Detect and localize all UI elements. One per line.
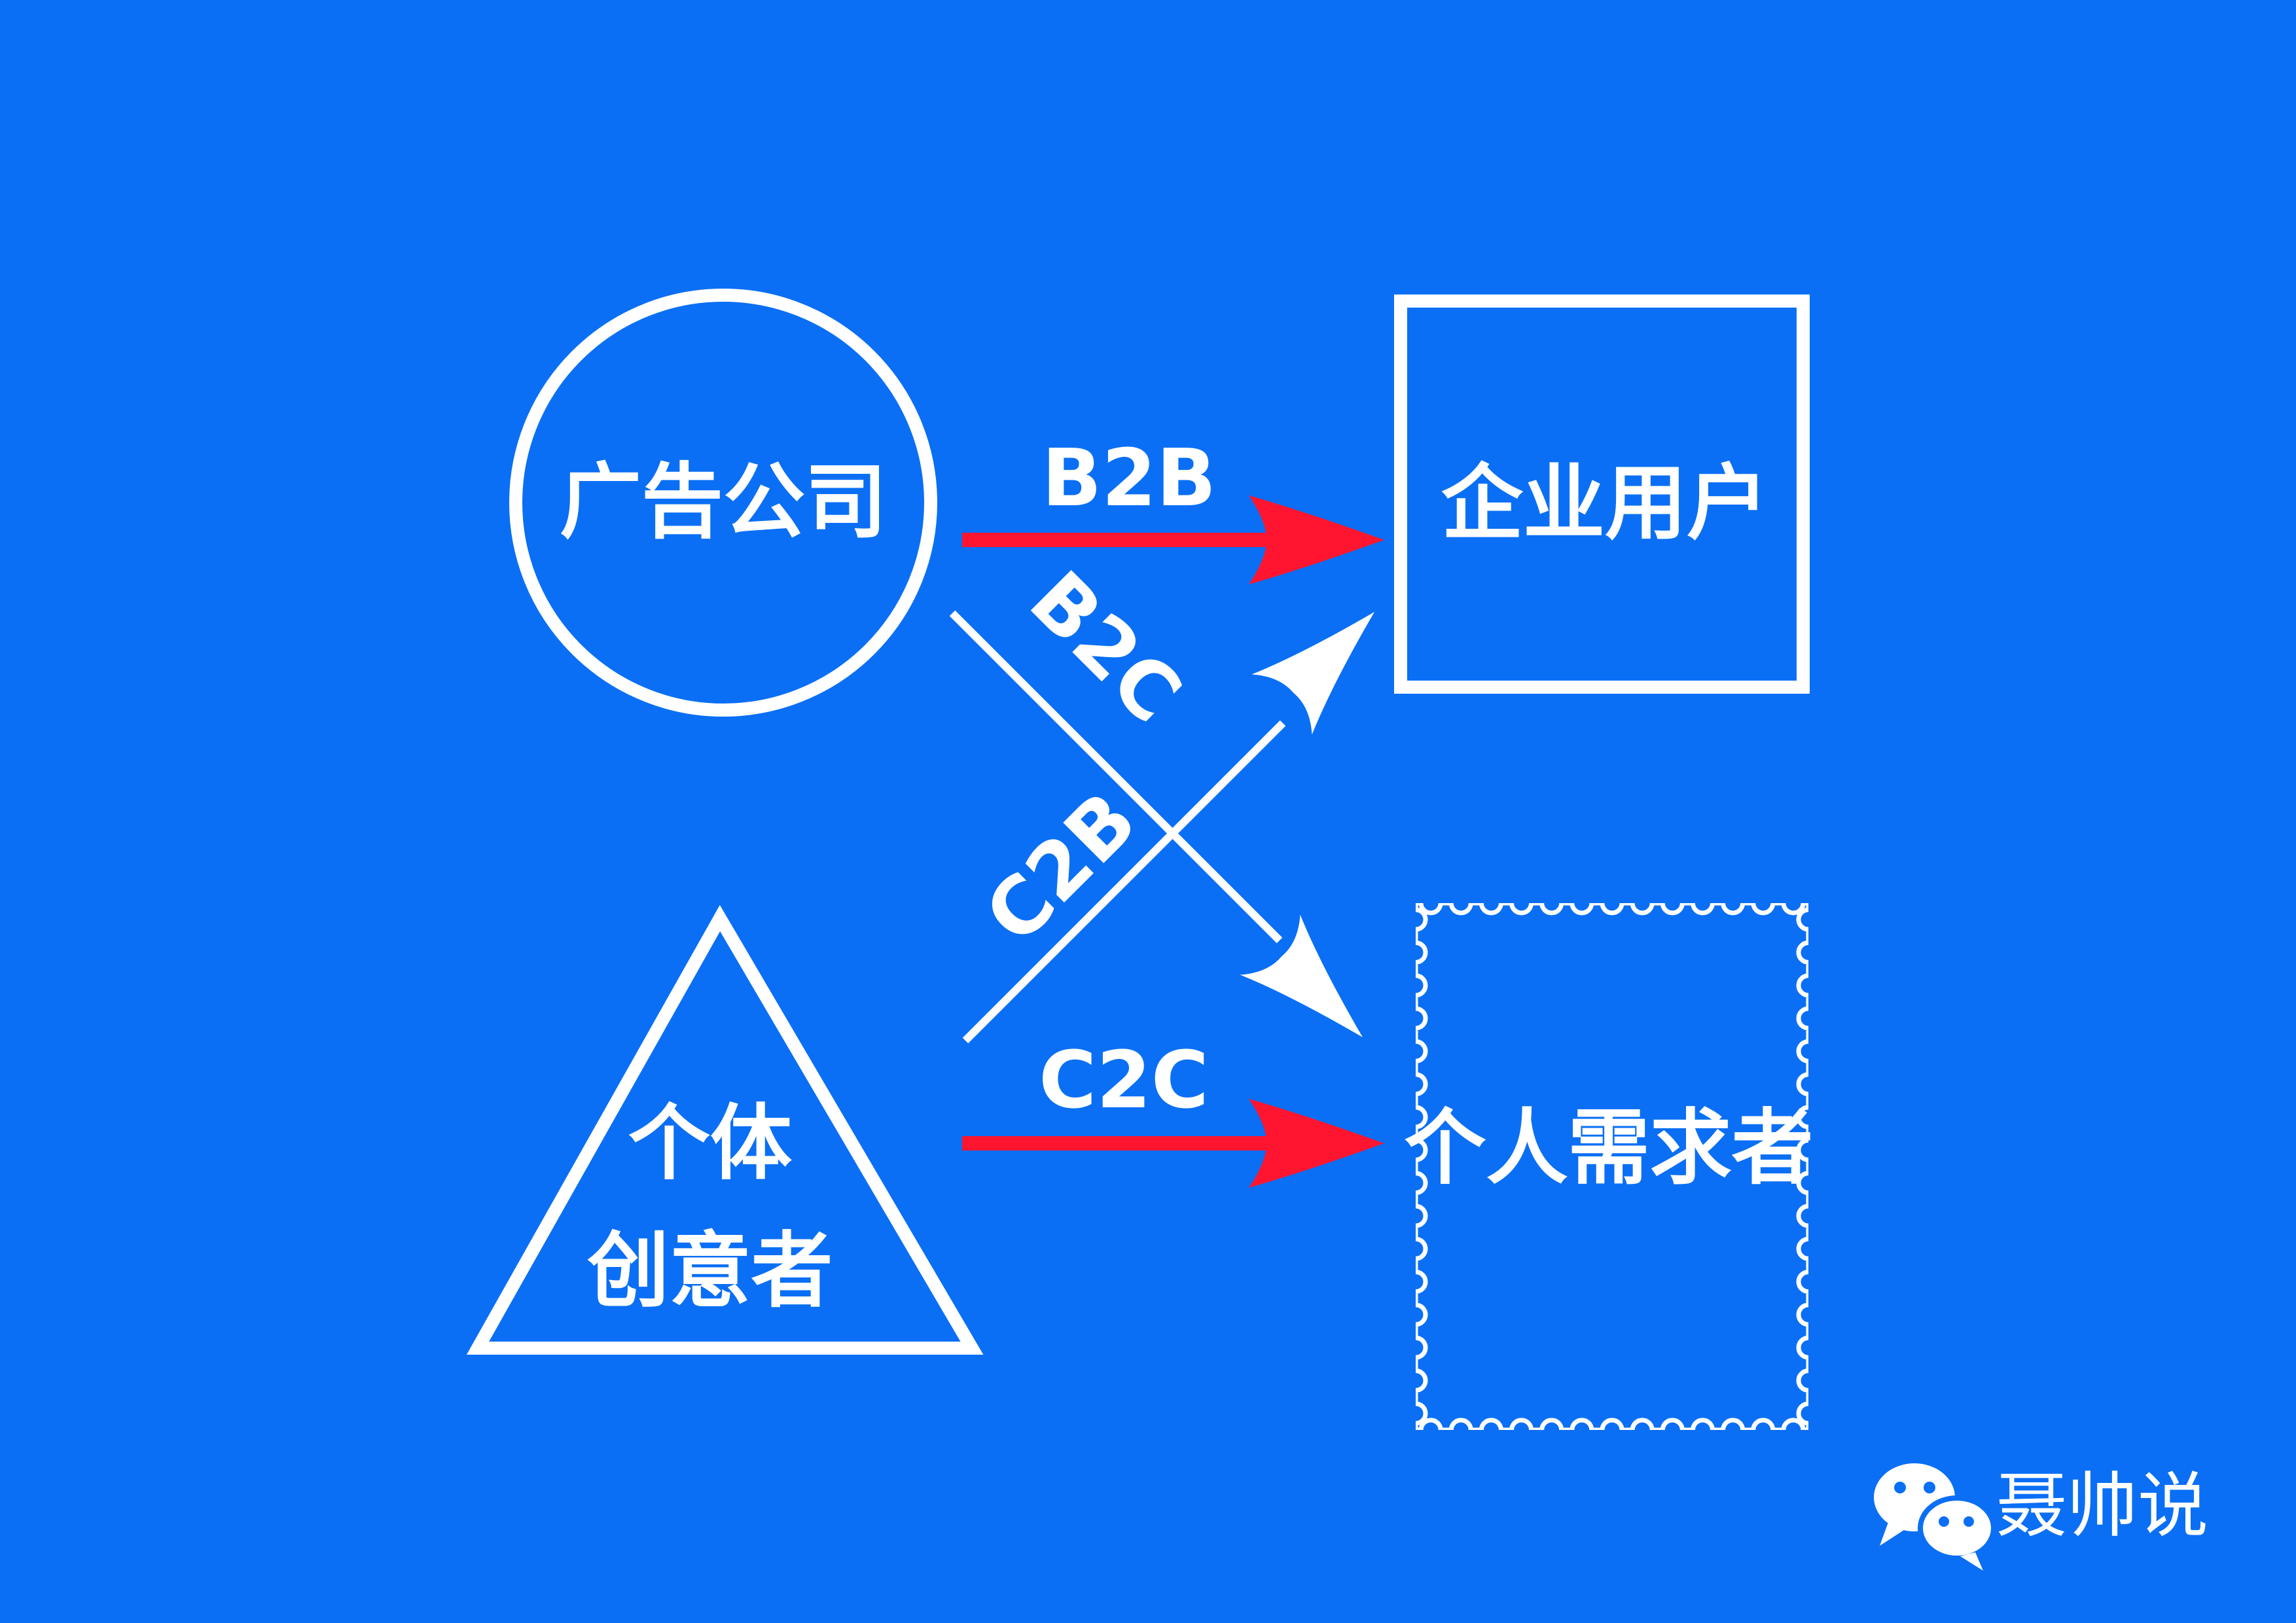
c2c-label: C2C (1039, 1035, 1209, 1126)
individual-creator-label-line1: 个体 (628, 1096, 792, 1191)
enterprise-user-label: 企业用户 (1441, 456, 1768, 551)
ad-company-circle (509, 289, 937, 717)
individual-demander-label: 个人需求者 (1405, 1101, 1814, 1196)
ad-company-label: 广告公司 (560, 455, 887, 550)
b2b-arrow-head (1249, 495, 1384, 584)
enterprise-user-square (1394, 294, 1810, 694)
individual-creator-label-line2: 创意者 (588, 1224, 833, 1319)
brand-name: 聂帅说 (1996, 1465, 2208, 1547)
b2b-label: B2B (1042, 433, 1216, 524)
individual-demander-stamp (1416, 903, 1808, 1430)
stamp-perforated-border (1416, 903, 1808, 1430)
c2b-arrow-shaft (962, 720, 1286, 1044)
b2c-arrow-shaft (949, 610, 1283, 944)
individual-creator-triangle (466, 904, 984, 1355)
wechat-icon (1874, 1463, 1996, 1571)
c2c-arrow-head (1249, 1099, 1384, 1188)
